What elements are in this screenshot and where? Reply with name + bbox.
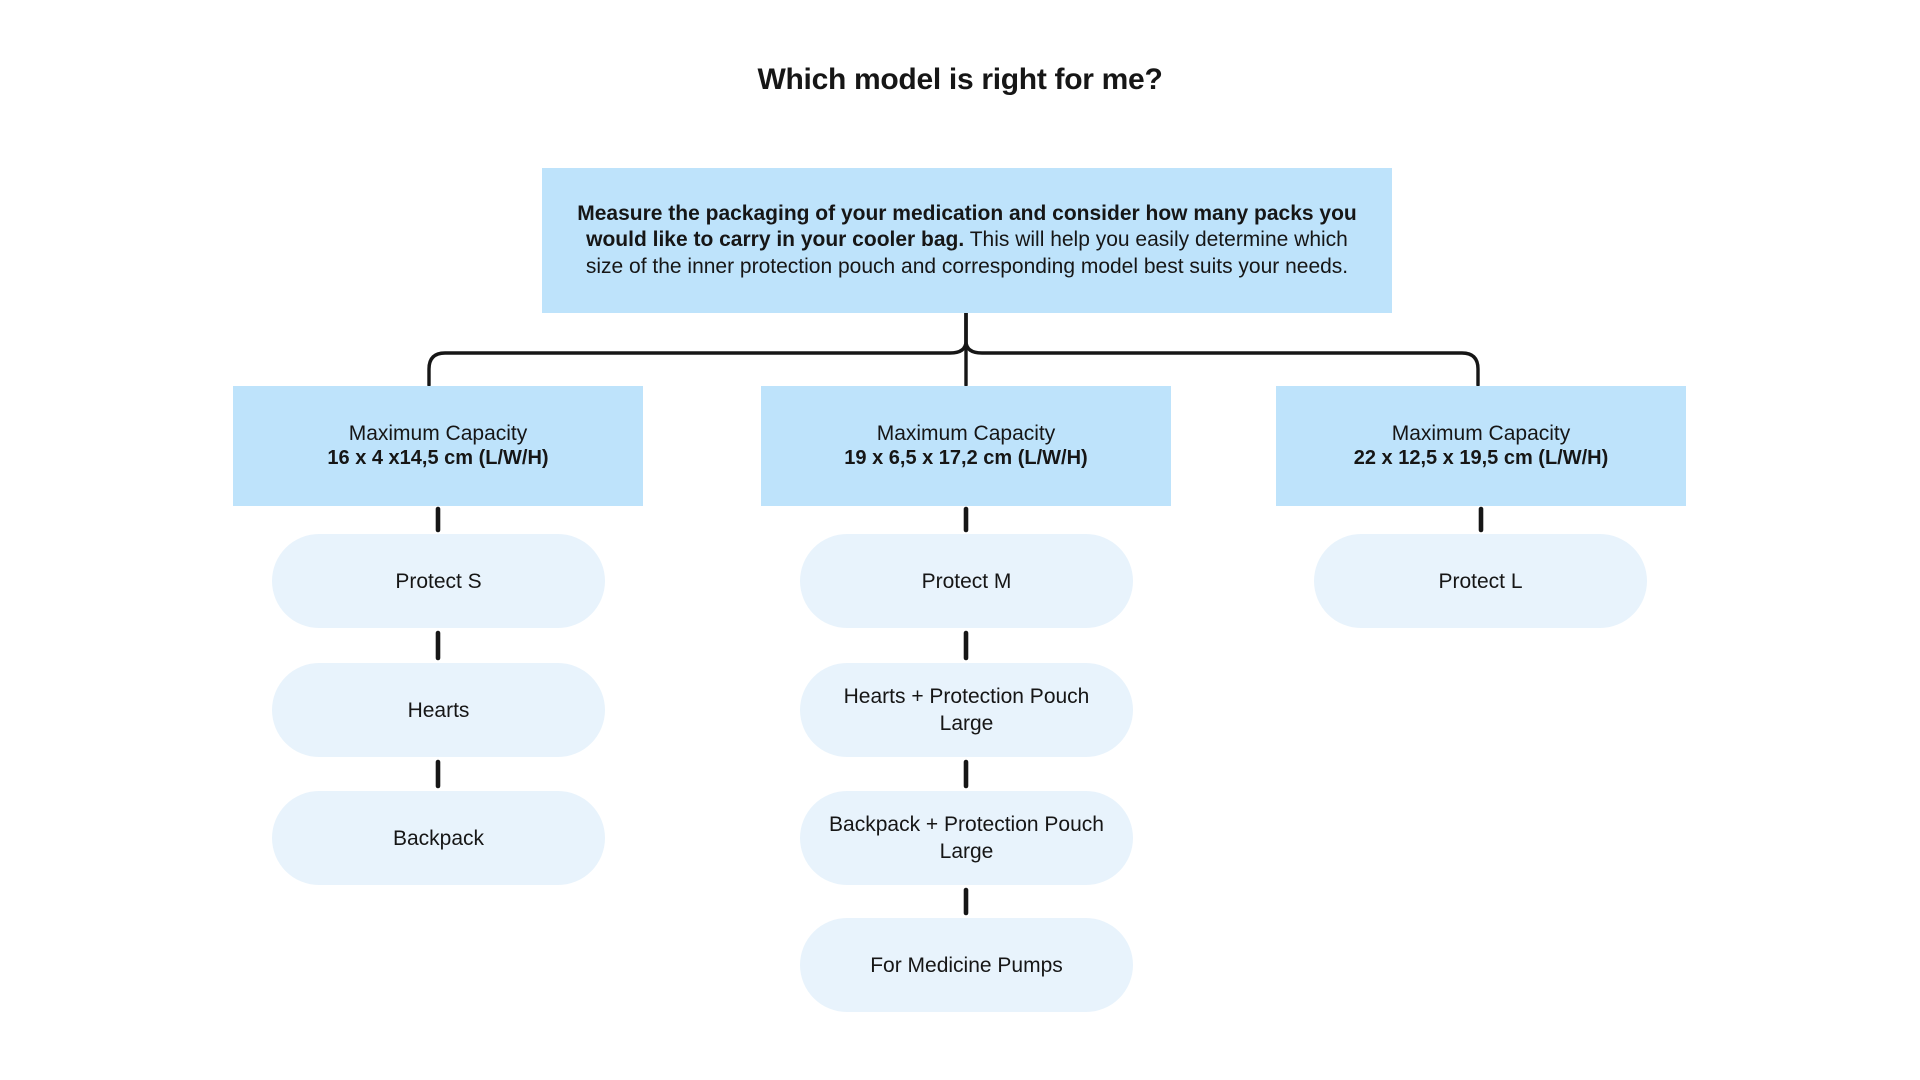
capacity-label: Maximum Capacity	[1391, 421, 1571, 445]
branch-line-right	[964, 311, 1480, 387]
model-pill-medicine-pumps: For Medicine Pumps	[800, 918, 1133, 1012]
model-pill-hearts: Hearts	[272, 663, 605, 757]
branch-line-left	[427, 311, 968, 387]
capacity-dimensions: 22 x 12,5 x 19,5 cm (L/W/H)	[1353, 446, 1609, 469]
capacity-box-medium: Maximum Capacity 19 x 6,5 x 17,2 cm (L/W…	[761, 386, 1171, 506]
capacity-dimensions: 19 x 6,5 x 17,2 cm (L/W/H)	[844, 446, 1088, 469]
model-pill-backpack-pouch-large: Backpack + Protection Pouch Large	[800, 791, 1133, 885]
capacity-box-large: Maximum Capacity 22 x 12,5 x 19,5 cm (L/…	[1276, 386, 1686, 506]
model-pill-protect-s: Protect S	[272, 534, 605, 628]
capacity-label: Maximum Capacity	[876, 421, 1056, 445]
model-pill-hearts-pouch-large: Hearts + Protection Pouch Large	[800, 663, 1133, 757]
capacity-dimensions: 16 x 4 x14,5 cm (L/W/H)	[327, 446, 549, 469]
model-pill-backpack: Backpack	[272, 791, 605, 885]
capacity-label: Maximum Capacity	[348, 421, 528, 445]
intro-text-bold: Measure the packaging of your medication…	[577, 201, 1357, 252]
capacity-box-small: Maximum Capacity 16 x 4 x14,5 cm (L/W/H)	[233, 386, 643, 506]
intro-text: Measure the packaging of your medication…	[566, 201, 1368, 281]
model-pill-protect-l: Protect L	[1314, 534, 1647, 628]
intro-box: Measure the packaging of your medication…	[542, 168, 1392, 313]
page-title: Which model is right for me?	[757, 63, 1163, 96]
model-pill-protect-m: Protect M	[800, 534, 1133, 628]
intro-text-regular: This will help you easily determine whic…	[585, 228, 1349, 278]
